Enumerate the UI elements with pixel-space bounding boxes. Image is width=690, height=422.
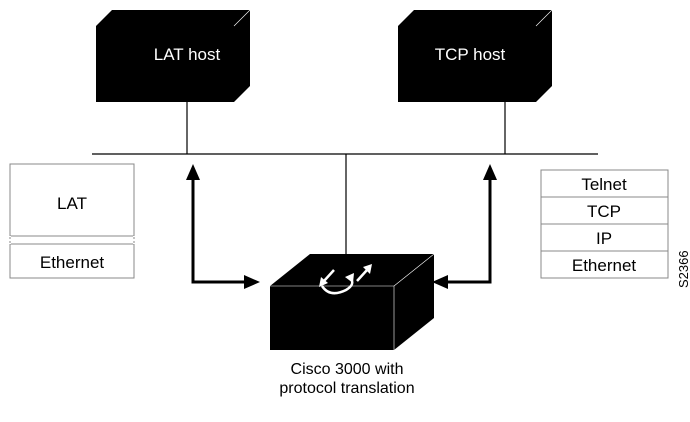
left-path-arrow (186, 164, 260, 289)
router-caption-line-2: protocol translation (279, 380, 414, 397)
lat-host: LAT host (96, 9, 251, 102)
router-front-face (270, 286, 394, 350)
tcp-host: TCP host (398, 9, 553, 102)
lat-host-label: LAT host (154, 45, 221, 64)
tcp-stack-layer-ip: IP (596, 229, 612, 248)
tcp-stack-layer-telnet: Telnet (581, 175, 627, 194)
router-top-face (270, 254, 434, 286)
translation-arrows-icon (319, 264, 372, 295)
right-up-arrowhead (483, 164, 497, 180)
lat-host-side-face (234, 10, 250, 102)
figure-id-label: S2366 (676, 250, 690, 288)
left-up-arrowhead (186, 164, 200, 180)
tcp-stack-layer-ethernet: Ethernet (572, 256, 637, 275)
lat-host-front-face (96, 26, 234, 102)
lat-host-top-face (96, 10, 250, 26)
tcp-host-label: TCP host (435, 45, 506, 64)
right-path-arrow (432, 164, 497, 289)
left-right-arrowhead (244, 275, 260, 289)
lat-stack-ethernet-layer: Ethernet (40, 253, 105, 272)
tcp-host-top-face (398, 10, 552, 26)
tcp-protocol-stack: Telnet TCP IP Ethernet (540, 169, 669, 279)
router-caption-line-1: Cisco 3000 with (291, 361, 404, 378)
tcp-host-front-face (398, 26, 536, 102)
tcp-host-side-face (536, 10, 552, 102)
lat-stack-top-layer: LAT (57, 194, 87, 213)
lat-protocol-stack: LAT Ethernet (9, 163, 135, 279)
tcp-stack-layer-tcp: TCP (587, 202, 621, 221)
right-left-arrowhead (432, 275, 448, 289)
cisco-router (270, 253, 435, 350)
